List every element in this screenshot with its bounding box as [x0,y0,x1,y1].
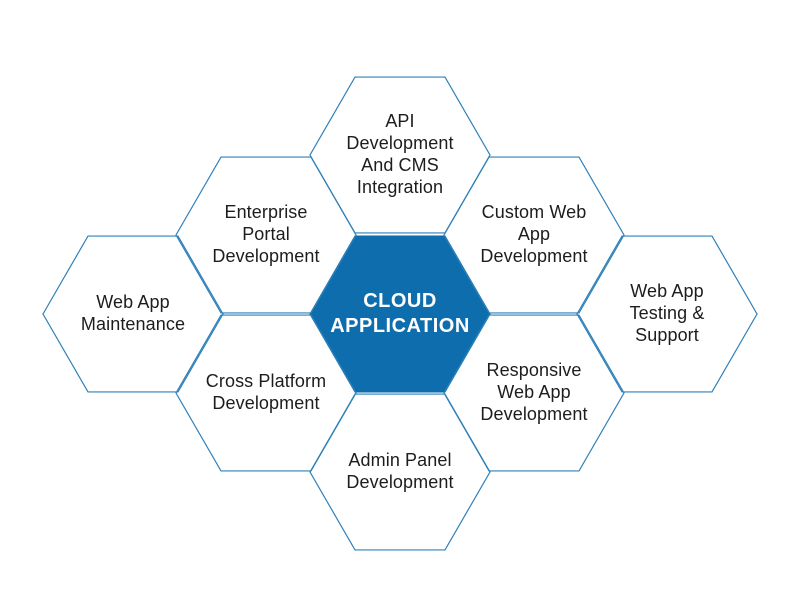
hexagon-cross-platform [175,314,357,472]
hexagon-web-app-maintenance [42,235,224,393]
hexagon-api-development-cms [309,76,491,234]
hexagon-custom-web-app [443,156,625,314]
hexagon-admin-panel [309,393,491,551]
hexagon-cloud-application [309,235,491,393]
hexagon-web-app-testing [576,235,758,393]
hexagon-enterprise-portal [175,156,357,314]
